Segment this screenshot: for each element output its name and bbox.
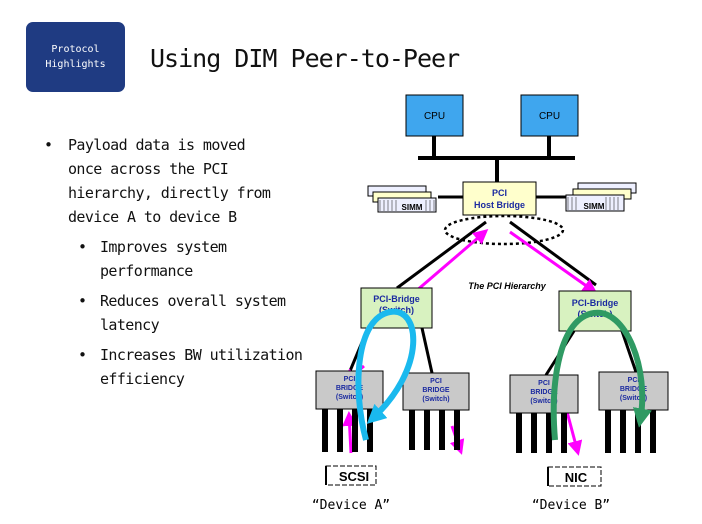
badge-line-2: Highlights	[45, 59, 106, 70]
host-bridge-highlight	[443, 214, 565, 246]
cpu-box-2: CPU	[520, 94, 579, 137]
svg-text:PCI: PCI	[492, 188, 507, 198]
bullet-line: once across the PCI	[68, 160, 229, 178]
svg-text:SIMM: SIMM	[584, 202, 605, 211]
leaf-bridge-1: PCI BRIDGE (Switch)	[315, 370, 384, 410]
sub-bullet-line: efficiency	[100, 370, 185, 388]
svg-text:PCI: PCI	[344, 376, 356, 383]
svg-text:BRIDGE: BRIDGE	[530, 389, 558, 396]
device-a-label: “Device A”	[312, 498, 390, 513]
simm-left: SIMM	[367, 185, 465, 213]
svg-text:PCI-Bridge: PCI-Bridge	[373, 294, 420, 304]
simm-right: SIMM	[536, 182, 637, 212]
cpu-box-1: CPU	[405, 94, 464, 137]
svg-text:BRIDGE: BRIDGE	[336, 385, 364, 392]
svg-text:BRIDGE: BRIDGE	[620, 386, 648, 393]
svg-text:(Switch): (Switch)	[422, 396, 449, 403]
leaf-bridge-2: PCI BRIDGE (Switch)	[402, 372, 470, 411]
svg-text:NIC: NIC	[565, 470, 588, 485]
peer-to-peer-path	[342, 229, 598, 456]
leaf-bridge-4: PCI BRIDGE (Switch)	[598, 371, 669, 411]
badge-line-1: Protocol	[51, 44, 100, 55]
svg-text:BRIDGE: BRIDGE	[422, 387, 450, 394]
device-b-label: “Device B”	[532, 498, 610, 513]
hierarchy-label: The PCI Hierarchy	[468, 281, 547, 291]
sub-bullet-line: Reduces overall system	[100, 292, 286, 310]
bullet-line: Payload data is moved	[68, 136, 246, 154]
svg-text:CPU: CPU	[539, 111, 560, 122]
svg-text:CPU: CPU	[424, 111, 445, 122]
main-bullet: Payload data is moved once across the PC…	[44, 133, 344, 229]
slide-title: Using DIM Peer-to-Peer	[150, 44, 460, 73]
pci-slots	[322, 409, 656, 453]
sub-bullet-line: Increases BW utilization	[100, 346, 303, 364]
svg-text:PCI: PCI	[628, 377, 640, 384]
svg-text:PCI-Bridge: PCI-Bridge	[572, 298, 619, 308]
sub-bullet-performance: Improves system performance	[44, 235, 344, 283]
svg-text:PCI: PCI	[538, 380, 550, 387]
sub-bullet-line: Improves system	[100, 238, 227, 256]
leaf-bridge-3: PCI BRIDGE (Switch)	[509, 374, 579, 414]
svg-text:SIMM: SIMM	[402, 203, 423, 212]
svg-text:SCSI: SCSI	[339, 469, 369, 484]
svg-text:(Switch): (Switch)	[530, 398, 557, 405]
cpu-bus	[418, 136, 575, 182]
svg-text:Host Bridge: Host Bridge	[474, 200, 525, 210]
sub-bullet-line: latency	[100, 316, 160, 334]
cyan-flow-arrow	[355, 308, 417, 441]
svg-text:PCI: PCI	[430, 378, 442, 385]
bullet-line: hierarchy, directly from	[68, 184, 271, 202]
host-bridge-box: PCI Host Bridge	[462, 181, 537, 216]
sub-bullet-efficiency: Increases BW utilization efficiency	[44, 343, 344, 391]
bullet-line: device A to device B	[68, 208, 237, 226]
nic-device-box: NIC	[547, 466, 602, 487]
sub-bullet-latency: Reduces overall system latency	[44, 289, 344, 337]
green-flow-arrow	[550, 309, 652, 441]
bullet-list: Payload data is moved once across the PC…	[44, 133, 344, 391]
svg-text:(Switch): (Switch)	[620, 395, 647, 402]
sub-bullet-line: performance	[100, 262, 193, 280]
scsi-device-box: SCSI	[325, 465, 377, 486]
svg-text:(Switch): (Switch)	[336, 394, 363, 401]
section-badge: Protocol Highlights	[26, 22, 125, 92]
